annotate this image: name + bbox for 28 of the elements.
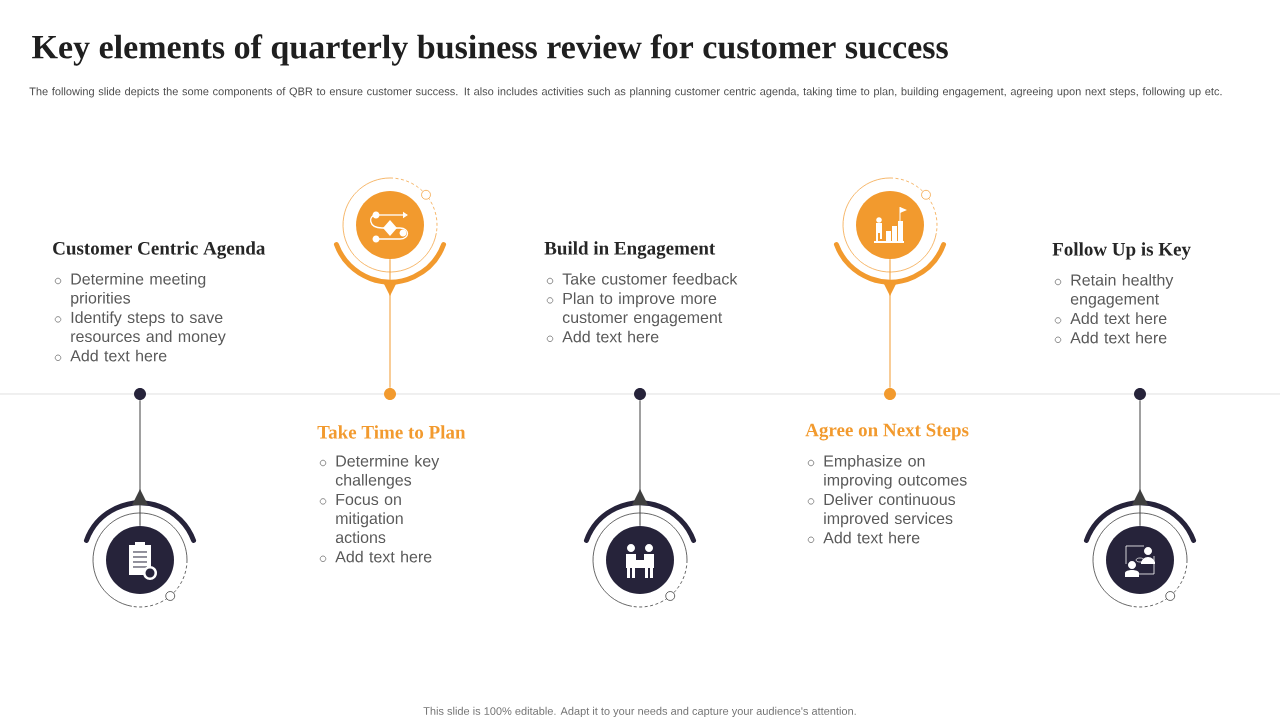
icon-circle <box>106 526 174 594</box>
bullet-text: Focus on mitigation actions <box>335 493 403 544</box>
bullet-text: Retain healthy engagement <box>1070 273 1174 308</box>
connector-line <box>632 399 648 527</box>
icon-circle <box>356 191 424 259</box>
bullet-text: Add text here <box>70 349 167 362</box>
bullet-text: Add text here <box>823 531 920 544</box>
bullet-text: Deliver continuous improved services <box>824 493 956 528</box>
bullet-text: Add text here <box>1070 331 1167 344</box>
title: Key elements of quarterly business review for customer success <box>32 34 948 66</box>
bullet-text: Determine meeting priorities <box>71 272 206 307</box>
bullet-text: Add text here <box>335 550 432 563</box>
icon-circle <box>856 191 924 259</box>
footer-note: This slide is 100% editable. Adapt it to your needs and capture your audience's attention. <box>423 706 856 718</box>
bullet-text: Emphasize on improving outcomes <box>824 454 967 489</box>
icon-circle <box>606 526 674 594</box>
bullet-text: Take customer feedback <box>562 272 738 285</box>
connector-line <box>132 399 148 527</box>
connector-line <box>882 258 898 389</box>
heading: Follow Up is Key <box>1052 242 1191 260</box>
bullet-text: Add text here <box>562 330 659 343</box>
heading: Build in Engagement <box>544 241 716 259</box>
connector-line <box>382 258 398 389</box>
description-text: The following slide depicts the some components of QBR to ensure customer success. It also includes activities such as planning customer centric agenda, taking time to plan, building engagement, agreeing upon next steps, following up etc. <box>29 87 1222 98</box>
heading: Customer Centric Agenda <box>53 241 266 259</box>
connector-line <box>1132 399 1148 527</box>
icon-circle <box>1106 526 1174 594</box>
bullet-text: Determine key challenges <box>335 454 440 489</box>
